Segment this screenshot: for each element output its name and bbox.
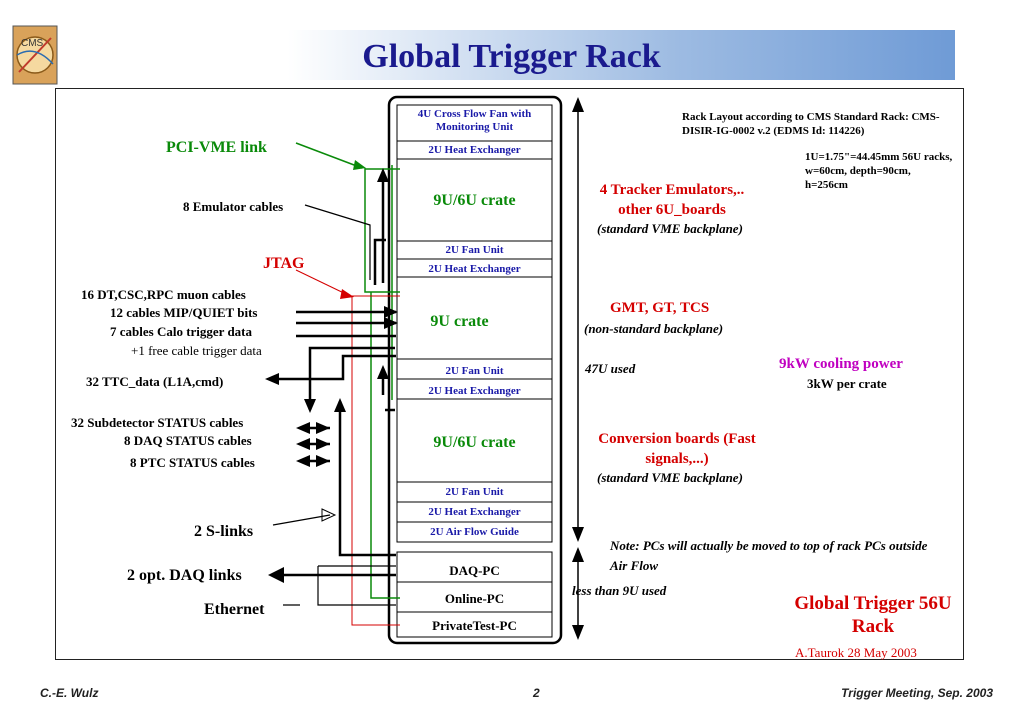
ttc-data-label: 32 TTC_data (L1A,cmd) <box>86 374 224 389</box>
ptc-status-label: 8 PTC STATUS cables <box>130 455 255 470</box>
subdetector-status-label: 32 Subdetector STATUS cables <box>71 415 244 430</box>
fan-unit-label: 2U Fan Unit <box>445 365 504 377</box>
layout-note: Rack Layout according to CMS Standard Ra… <box>682 111 940 137</box>
crate-label: 9U/6U crate <box>433 434 516 451</box>
conversion-boards-label: Conversion boards (Fast signals,...) <box>598 431 756 467</box>
heat-exchanger-label: 2U Heat Exchanger <box>428 144 521 156</box>
standard-vme-label: (standard VME backplane) <box>597 221 743 236</box>
diagram-frame <box>55 88 964 660</box>
daq-pc-label: DAQ-PC <box>449 563 500 578</box>
crate-label: 9U crate <box>430 313 489 330</box>
pc-move-note: Note: PCs will actually be moved to top … <box>610 538 928 573</box>
gmt-gt-tcs-label: GMT, GT, TCS <box>610 300 710 316</box>
muon-cables-label: 16 DT,CSC,RPC muon cables <box>81 287 246 302</box>
less-than-9u-label: less than 9U used <box>572 583 667 598</box>
units-note: 1U=1.75"=44.45mm 56U racks, w=60cm, dept… <box>805 151 953 191</box>
module-cross-flow-fan <box>396 104 553 142</box>
module-crate-1 <box>396 158 553 242</box>
mip-quiet-label: 12 cables MIP/QUIET bits <box>110 305 258 320</box>
free-cable-label: +1 free cable trigger data <box>131 343 262 358</box>
footer-page-number: 2 <box>533 686 540 700</box>
opt-daq-links-label: 2 opt. DAQ links <box>127 567 242 584</box>
heat-exchanger-label: 2U Heat Exchanger <box>428 506 521 518</box>
jtag-label: JTAG <box>263 255 305 272</box>
footer-event: Trigger Meeting, Sep. 2003 <box>841 686 993 700</box>
author-date-label: A.Taurok 28 May 2003 <box>795 645 917 660</box>
ethernet-label: Ethernet <box>204 601 265 618</box>
module-privatetest-pc <box>396 611 553 638</box>
tracker-emulators-label: 4 Tracker Emulators,.. other 6U_boards <box>599 182 745 218</box>
rack-outline <box>387 95 563 645</box>
pci-vme-link-label: PCI-VME link <box>166 139 267 156</box>
heat-exchanger-label: 2U Heat Exchanger <box>428 263 521 275</box>
online-pc-label: Online-PC <box>444 591 505 606</box>
s-links-label: 2 S-links <box>194 523 254 540</box>
svg-text:CMS: CMS <box>21 38 44 49</box>
used-47u-label: 47U used <box>585 361 636 376</box>
module-daq-pc <box>396 551 553 583</box>
crate-label: 9U/6U crate <box>433 192 516 209</box>
global-trigger-rack-label: Global Trigger 56U Rack <box>794 593 952 637</box>
daq-status-label: 8 DAQ STATUS cables <box>124 433 252 448</box>
non-standard-backplane-label: (non-standard backplane) <box>584 321 724 336</box>
module-crate-2 <box>396 276 553 360</box>
cross-flow-fan-label: 4U Cross Flow Fan with Monitoring Unit <box>417 108 532 133</box>
cooling-power-label: 9kW cooling power <box>779 356 903 372</box>
fan-unit-label: 2U Fan Unit <box>445 486 504 498</box>
page-title: Global Trigger Rack <box>362 38 661 75</box>
title-bar <box>28 30 955 80</box>
standard-vme-label: (standard VME backplane) <box>597 470 743 485</box>
heat-exchanger-label: 2U Heat Exchanger <box>428 385 521 397</box>
calo-trigger-label: 7 cables Calo trigger data <box>110 324 253 339</box>
privatetest-pc-label: PrivateTest-PC <box>432 618 517 633</box>
cms-logo: CMS <box>11 24 59 86</box>
fan-unit-label: 2U Fan Unit <box>445 244 504 256</box>
air-flow-guide-label: 2U Air Flow Guide <box>430 526 519 538</box>
per-crate-label: 3kW per crate <box>807 376 887 391</box>
footer-author: C.-E. Wulz <box>40 686 99 700</box>
emulator-cables-label: 8 Emulator cables <box>183 199 284 214</box>
module-air-flow-guide <box>396 521 553 543</box>
